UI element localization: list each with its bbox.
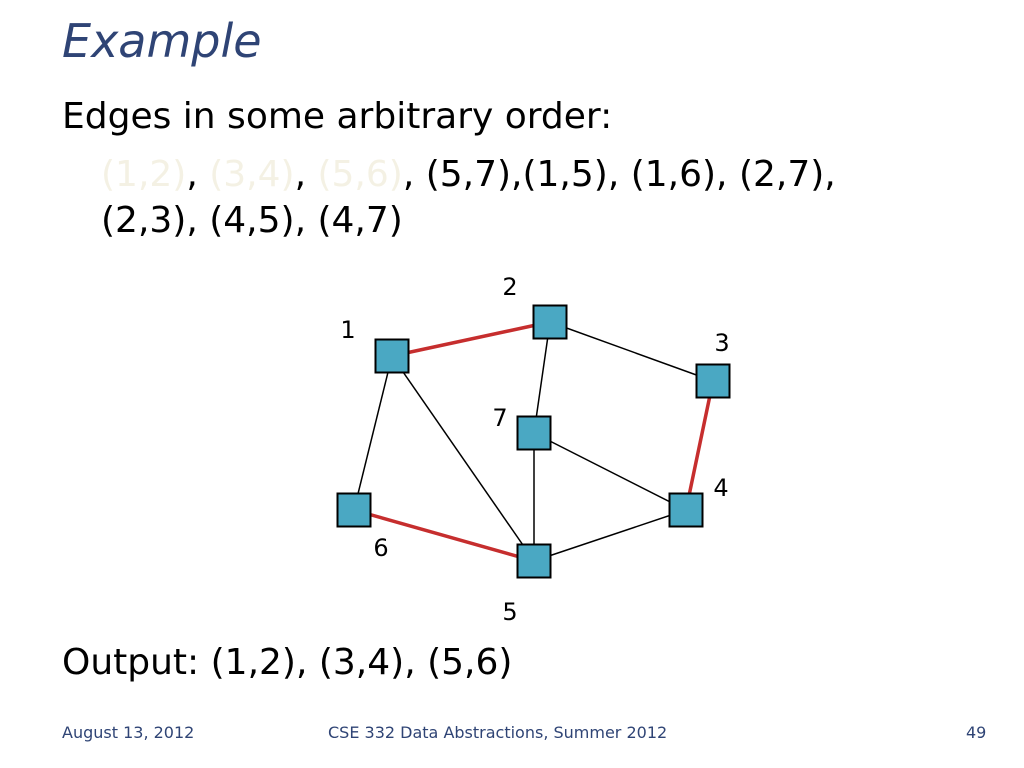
graph-node-labels: 1 2 3 4 5 6 7	[340, 273, 729, 626]
node-label-5: 5	[502, 598, 517, 626]
edge-separator: ,	[186, 154, 210, 195]
footer-course: CSE 332 Data Abstractions, Summer 2012	[328, 723, 668, 742]
intro-text: Edges in some arbitrary order:	[62, 96, 613, 137]
edge-3-4-selected	[684, 380, 715, 511]
node-4	[668, 492, 704, 528]
node-2	[532, 304, 568, 340]
edge-1-2-selected	[391, 320, 551, 358]
output-text: Output: (1,2), (3,4), (5,6)	[62, 642, 513, 683]
node-label-1: 1	[340, 316, 355, 344]
node-label-6: 6	[373, 534, 388, 562]
node-label-7: 7	[492, 404, 507, 432]
edge-list-line-2: (2,3), (4,5), (4,7)	[101, 200, 403, 241]
edge-3-4-faded: (3,4)	[209, 154, 295, 195]
edge-1-5	[391, 355, 535, 562]
edge-2-7	[533, 321, 551, 434]
node-5	[516, 543, 552, 579]
edge-list-remaining: , (5,7),(1,5), (1,6), (2,7),	[402, 154, 836, 195]
node-label-4: 4	[713, 474, 728, 502]
edge-5-6-selected	[353, 508, 535, 563]
footer-date: August 13, 2012	[62, 723, 195, 742]
graph-edges	[353, 320, 715, 563]
node-label-3: 3	[714, 329, 729, 357]
node-6	[336, 492, 372, 528]
node-7	[516, 415, 552, 451]
edge-2-3	[549, 321, 714, 382]
edge-4-7	[533, 432, 687, 511]
edge-5-6-faded: (5,6)	[317, 154, 403, 195]
footer-page-number: 49	[966, 723, 987, 742]
edge-1-2-faded: (1,2)	[101, 154, 187, 195]
edge-4-5	[533, 509, 687, 562]
node-3	[695, 363, 731, 399]
node-label-2: 2	[502, 273, 517, 301]
graph-nodes	[336, 304, 731, 579]
edge-list-line-1: (1,2), (3,4), (5,6), (5,7),(1,5), (1,6),…	[101, 152, 836, 198]
slide-title: Example	[62, 14, 262, 68]
edge-separator: ,	[294, 154, 318, 195]
edge-1-6	[353, 355, 393, 511]
node-1	[374, 338, 410, 374]
